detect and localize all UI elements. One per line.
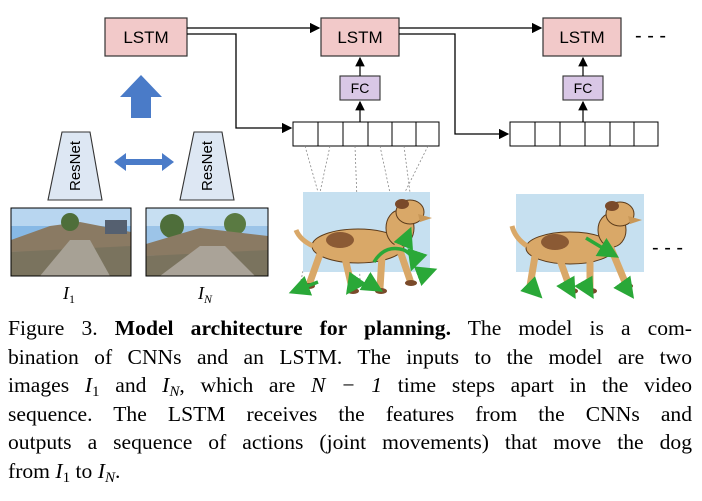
- svg-text:LSTM: LSTM: [559, 28, 604, 47]
- architecture-diagram: LSTM LSTM LSTM - - - FC FC: [10, 17, 683, 306]
- svg-text:LSTM: LSTM: [337, 28, 382, 47]
- svg-text:FC: FC: [351, 80, 370, 96]
- caption-title: Model architecture for planning.: [114, 316, 451, 340]
- fc-arrows: [355, 56, 588, 122]
- continuation-dashes-top: - - -: [635, 25, 666, 47]
- fc-box-2: FC: [562, 75, 604, 101]
- lstm-box-1: LSTM: [104, 17, 188, 57]
- input-image-1: [10, 207, 132, 277]
- resnet-encoder-1: ResNet: [47, 131, 103, 201]
- fc-box-1: FC: [339, 75, 381, 101]
- svg-text:ResNet: ResNet: [199, 140, 216, 191]
- lstm-box-3: LSTM: [542, 17, 622, 57]
- up-arrow: [120, 75, 162, 118]
- svg-text:ResNet: ResNet: [67, 140, 84, 191]
- image-label-in: IN: [197, 283, 213, 306]
- image-label-i1: I1: [62, 283, 75, 306]
- figure-caption: Figure 3. Model architecture for plannin…: [8, 316, 692, 486]
- dog-illustration-1: [293, 192, 432, 294]
- svg-text:LSTM: LSTM: [123, 28, 168, 47]
- feature-vector-1: [292, 121, 440, 147]
- shared-weights-arrow: [114, 153, 174, 171]
- svg-text:FC: FC: [574, 80, 593, 96]
- feature-vector-2: [509, 121, 659, 147]
- action-arrows-1: [288, 226, 438, 296]
- input-image-n: [145, 207, 269, 277]
- continuation-dashes-bottom: - - -: [652, 237, 683, 259]
- lstm-connections: [187, 22, 543, 140]
- lstm-box-2: LSTM: [320, 17, 400, 57]
- resnet-encoder-2: ResNet: [179, 131, 235, 201]
- action-arrows-2: [520, 236, 635, 300]
- dog-illustration-2: [509, 194, 644, 294]
